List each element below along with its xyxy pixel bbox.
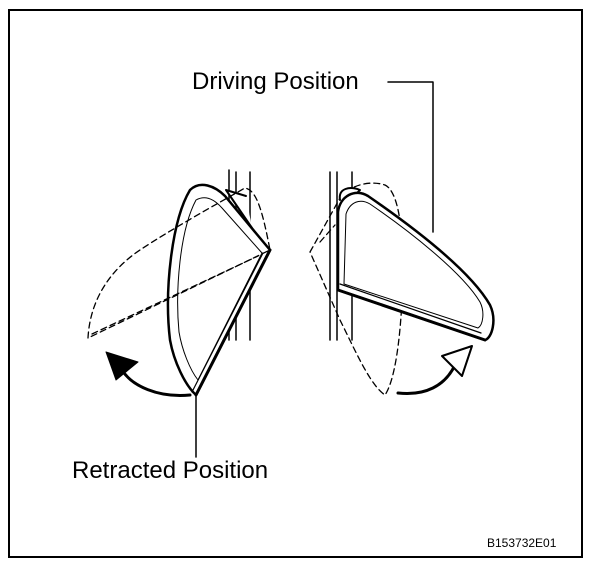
driving-position-label: Driving Position (192, 68, 359, 95)
left-mirror-retracted (166, 183, 272, 397)
retracted-position-label: Retracted Position (72, 457, 269, 484)
figure-frame (8, 9, 583, 558)
right-fold-arrow (396, 345, 473, 396)
driving-leader-line (387, 81, 434, 233)
right-mirror-driving (336, 187, 495, 342)
left-mirror-dashed-outline (87, 187, 271, 339)
figure-code: B153732E01 (487, 536, 557, 550)
left-fold-arrow (105, 351, 192, 397)
